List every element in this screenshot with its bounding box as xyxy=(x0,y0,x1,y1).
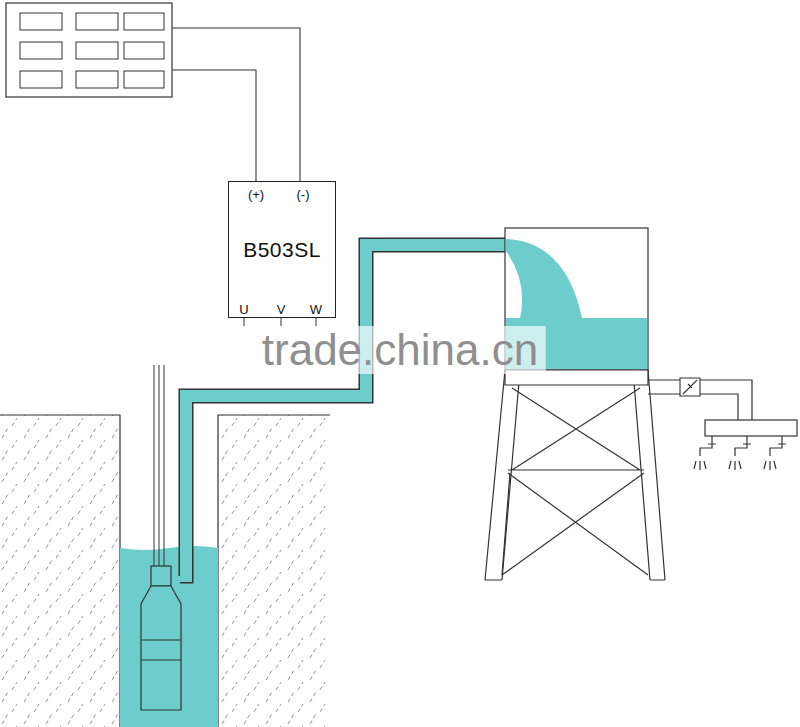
solar-panel xyxy=(6,3,172,97)
taps xyxy=(694,436,786,470)
ground-hatch xyxy=(0,415,120,727)
terminal-label: U xyxy=(238,303,249,316)
water-inflow xyxy=(506,239,582,318)
valve xyxy=(680,378,700,396)
submersible-pump xyxy=(141,566,181,710)
tower-stand xyxy=(485,370,665,580)
terminal-label: V xyxy=(276,303,287,316)
motor-wire xyxy=(244,318,316,326)
manifold xyxy=(705,420,797,436)
pump-cable xyxy=(154,365,164,566)
solar-cells xyxy=(20,13,164,88)
well-wall xyxy=(0,415,330,727)
terminal-label: (-) xyxy=(296,188,311,201)
power-wire xyxy=(172,28,300,181)
controller-model: B503SL xyxy=(243,238,321,262)
ground-hatch xyxy=(218,415,330,727)
terminal-label: W xyxy=(309,303,323,316)
controller-box: B503SL xyxy=(228,181,336,318)
valve-handle xyxy=(683,380,697,394)
terminal-label: (+) xyxy=(247,188,265,201)
watermark: trade.china.cn xyxy=(254,326,546,374)
well-water xyxy=(120,546,218,727)
